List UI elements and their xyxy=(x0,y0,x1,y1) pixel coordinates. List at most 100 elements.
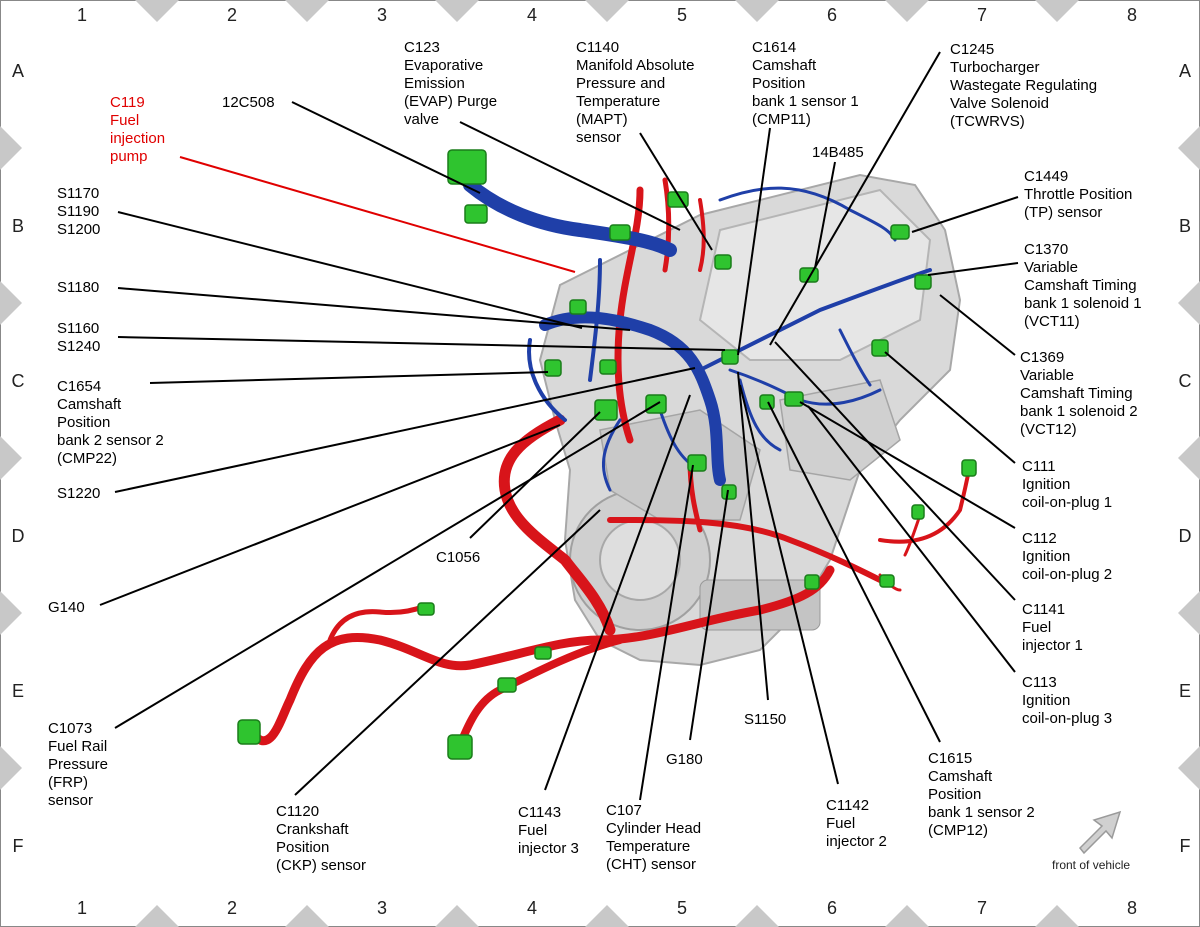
label-c1245: C1245 Turbocharger Wastegate Regulating … xyxy=(950,41,1098,130)
leader-14b485 xyxy=(814,161,836,269)
border-marker-left xyxy=(0,436,22,480)
border-marker-top xyxy=(435,0,479,22)
grid-column-6-bottom: 6 xyxy=(826,898,837,918)
border-marker-bottom xyxy=(285,905,329,927)
border-marker-right xyxy=(1178,591,1200,635)
grid-row-E-left: E xyxy=(11,681,24,701)
leader-c113 xyxy=(807,405,1016,673)
label-14b485: 14B485 xyxy=(812,144,864,161)
leader-c123 xyxy=(459,121,681,231)
border-marker-top xyxy=(735,0,779,22)
leader-c1120 xyxy=(294,509,601,796)
grid-row-E-right: E xyxy=(1178,681,1191,701)
grid-column-5-bottom: 5 xyxy=(676,898,687,918)
border-marker-right xyxy=(1178,281,1200,325)
border-marker-bottom xyxy=(135,905,179,927)
grid-column-4-bottom: 4 xyxy=(526,898,537,918)
leader-c1143 xyxy=(544,394,691,791)
label-c1143: C1143 Fuel injector 3 xyxy=(518,804,579,857)
grid-row-B-left: B xyxy=(11,216,24,236)
label-c1615: C1615 Camshaft Position bank 1 sensor 2 … xyxy=(928,750,1035,839)
leader-c1654 xyxy=(149,371,549,384)
label-c1120: C1120 Crankshaft Position (CKP) sensor xyxy=(276,803,367,874)
grid-row-D-left: D xyxy=(11,526,25,546)
label-s1160: S1160 S1240 xyxy=(57,320,101,355)
grid-column-8-top: 8 xyxy=(1126,5,1137,25)
leader-c1140 xyxy=(639,132,713,251)
grid-column-2-bottom: 2 xyxy=(226,898,237,918)
grid-row-C-right: C xyxy=(1178,371,1192,391)
label-c1140: C1140 Manifold Absolute Pressure and Tem… xyxy=(576,39,695,146)
label-c111: C111 Ignition coil-on-plug 1 xyxy=(1022,458,1113,511)
grid-column-3-top: 3 xyxy=(376,5,387,25)
border-marker-top xyxy=(285,0,329,22)
label-c1370: C1370 Variable Camshaft Timing bank 1 so… xyxy=(1024,241,1142,330)
border-marker-top xyxy=(135,0,179,22)
border-marker-top xyxy=(1035,0,1079,22)
leader-c1073 xyxy=(114,401,661,729)
grid-column-3-bottom: 3 xyxy=(376,898,387,918)
leader-12c508 xyxy=(291,101,481,194)
leader-s1170 xyxy=(117,211,583,329)
leader-c112 xyxy=(799,401,1016,529)
grid-column-7-bottom: 7 xyxy=(976,898,987,918)
border-marker-top xyxy=(885,0,929,22)
grid-row-A-left: A xyxy=(11,61,24,81)
grid-column-5-top: 5 xyxy=(676,5,687,25)
grid-column-7-top: 7 xyxy=(976,5,987,25)
leader-g140 xyxy=(99,424,561,606)
label-s1220: S1220 xyxy=(57,485,101,502)
leader-c1615 xyxy=(767,401,941,743)
label-g180: G180 xyxy=(666,751,703,768)
leader-s1180 xyxy=(117,287,631,331)
leader-c1056 xyxy=(469,411,601,539)
border-marker-bottom xyxy=(885,905,929,927)
grid-row-D-right: D xyxy=(1178,526,1192,546)
label-c1369: C1369 Variable Camshaft Timing bank 1 so… xyxy=(1020,349,1138,438)
leader-c107 xyxy=(639,464,694,801)
label-c1142: C1142 Fuel injector 2 xyxy=(826,797,887,850)
border-marker-right xyxy=(1178,746,1200,790)
leader-c1370 xyxy=(927,262,1019,276)
leader-c1614 xyxy=(737,127,771,356)
label-c1056: C1056 xyxy=(436,549,481,566)
label-c113: C113 Ignition coil-on-plug 3 xyxy=(1022,674,1113,727)
label-c107: C107 Cylinder Head Temperature (CHT) sen… xyxy=(606,802,702,873)
border-marker-right xyxy=(1178,436,1200,480)
grid-row-A-right: A xyxy=(1178,61,1191,81)
leader-c1449 xyxy=(911,196,1019,233)
grid-row-B-right: B xyxy=(1178,216,1191,236)
grid-row-C-left: C xyxy=(11,371,25,391)
leader-c1369 xyxy=(939,294,1016,356)
border-marker-right xyxy=(1178,126,1200,170)
grid-row-F-right: F xyxy=(1179,836,1191,856)
blue-harness xyxy=(463,178,932,492)
grid-column-8-bottom: 8 xyxy=(1126,898,1137,918)
leader-c1142 xyxy=(739,384,839,785)
grid-row-F-left: F xyxy=(12,836,24,856)
leader-c111 xyxy=(884,351,1016,464)
border-marker-bottom xyxy=(435,905,479,927)
label-s1170: S1170 S1190 S1200 xyxy=(57,185,101,238)
grid-column-6-top: 6 xyxy=(826,5,837,25)
border-marker-left xyxy=(0,591,22,635)
grid-column-4-top: 4 xyxy=(526,5,537,25)
leader-s1220 xyxy=(114,367,696,493)
front-of-vehicle-label: front of vehicle xyxy=(1052,858,1131,872)
label-c119: C119 Fuel injection pump xyxy=(110,94,166,165)
leader-s1150 xyxy=(737,371,769,701)
border-marker-bottom xyxy=(735,905,779,927)
label-c1654: C1654 Camshaft Position bank 2 sensor 2 … xyxy=(57,378,164,467)
grid-column-2-top: 2 xyxy=(226,5,237,25)
leader-s1160 xyxy=(117,336,726,351)
leader-c1141 xyxy=(774,341,1016,601)
border-marker-left xyxy=(0,281,22,325)
label-s1180: S1180 xyxy=(57,279,100,296)
label-c1614: C1614 Camshaft Position bank 1 sensor 1 … xyxy=(752,39,859,128)
label-c123: C123 Evaporative Emission (EVAP) Purge v… xyxy=(404,39,498,128)
grid-column-1-top: 1 xyxy=(76,5,87,25)
label-g140: G140 xyxy=(48,599,85,616)
